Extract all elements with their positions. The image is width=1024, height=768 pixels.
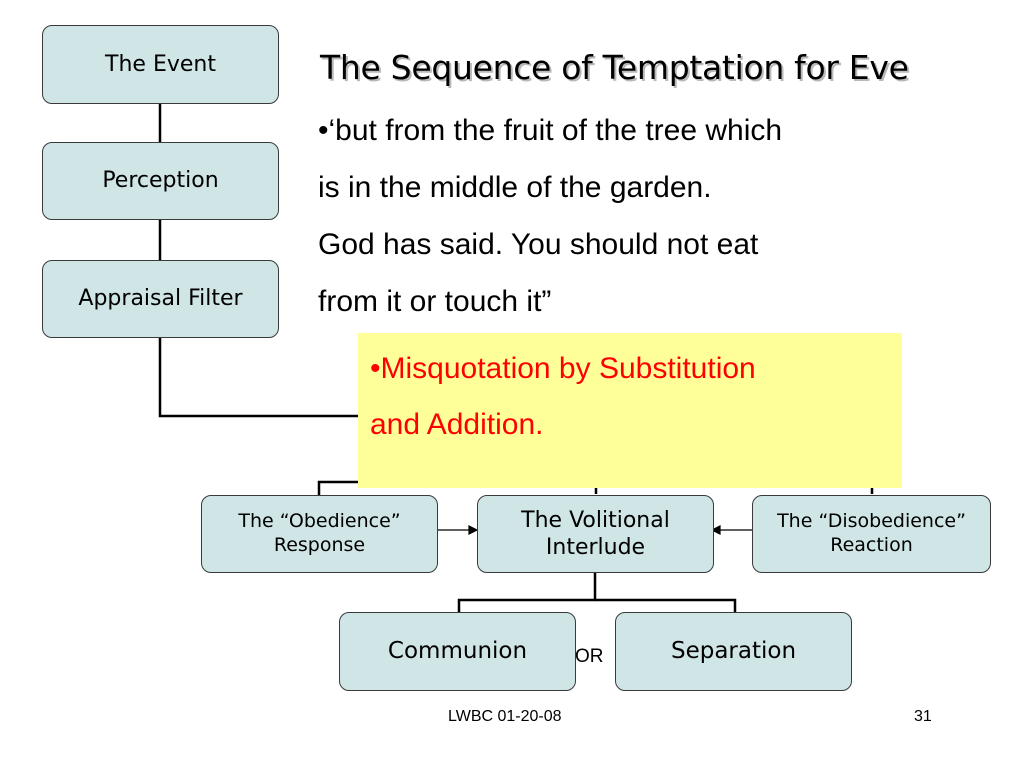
separation-box-label: Separation [670, 638, 797, 665]
callout-line: •Misquotation by Substitution [370, 352, 756, 385]
event-box-label: The Event [105, 51, 216, 77]
or-label: OR [575, 646, 604, 667]
obedience-box-line: Response [273, 534, 366, 556]
quote-line: from it or touch it” [318, 285, 552, 318]
page-number: 31 [914, 708, 932, 725]
perception-box: Perception [42, 142, 279, 220]
disobedience-box-line: The “Disobedience” [777, 510, 966, 533]
footer-label: LWBC 01-20-08 [448, 708, 562, 725]
obedience-box-line: The “Obedience” [238, 510, 401, 533]
scripture-quote: •‘but from the fruit of the tree which i… [318, 102, 968, 330]
quote-line: God has said. You should not eat [318, 228, 759, 261]
quote-line: •‘but from the fruit of the tree which [318, 114, 783, 147]
slide-title: The Sequence of Temptation for Eve [320, 48, 909, 87]
appraisal-filter-box-label: Appraisal Filter [78, 286, 243, 312]
separation-box: Separation [615, 612, 852, 691]
perception-box-label: Perception [102, 168, 219, 194]
appraisal-filter-box: Appraisal Filter [42, 260, 279, 338]
obedience-response-box: The “Obedience” Response [201, 495, 438, 573]
volitional-box-line: Interlude [545, 535, 646, 560]
misquotation-callout: •Misquotation by Substitution and Additi… [358, 333, 902, 488]
callout-line: and Addition. [370, 408, 544, 441]
volitional-interlude-box: The Volitional Interlude [477, 495, 714, 573]
disobedience-box-line: Reaction [830, 534, 913, 556]
disobedience-reaction-box: The “Disobedience” Reaction [752, 495, 991, 573]
event-box: The Event [42, 25, 279, 104]
communion-box: Communion [339, 612, 576, 691]
communion-box-label: Communion [387, 638, 528, 665]
volitional-box-line: The Volitional [521, 507, 670, 533]
quote-line: is in the middle of the garden. [318, 171, 712, 204]
